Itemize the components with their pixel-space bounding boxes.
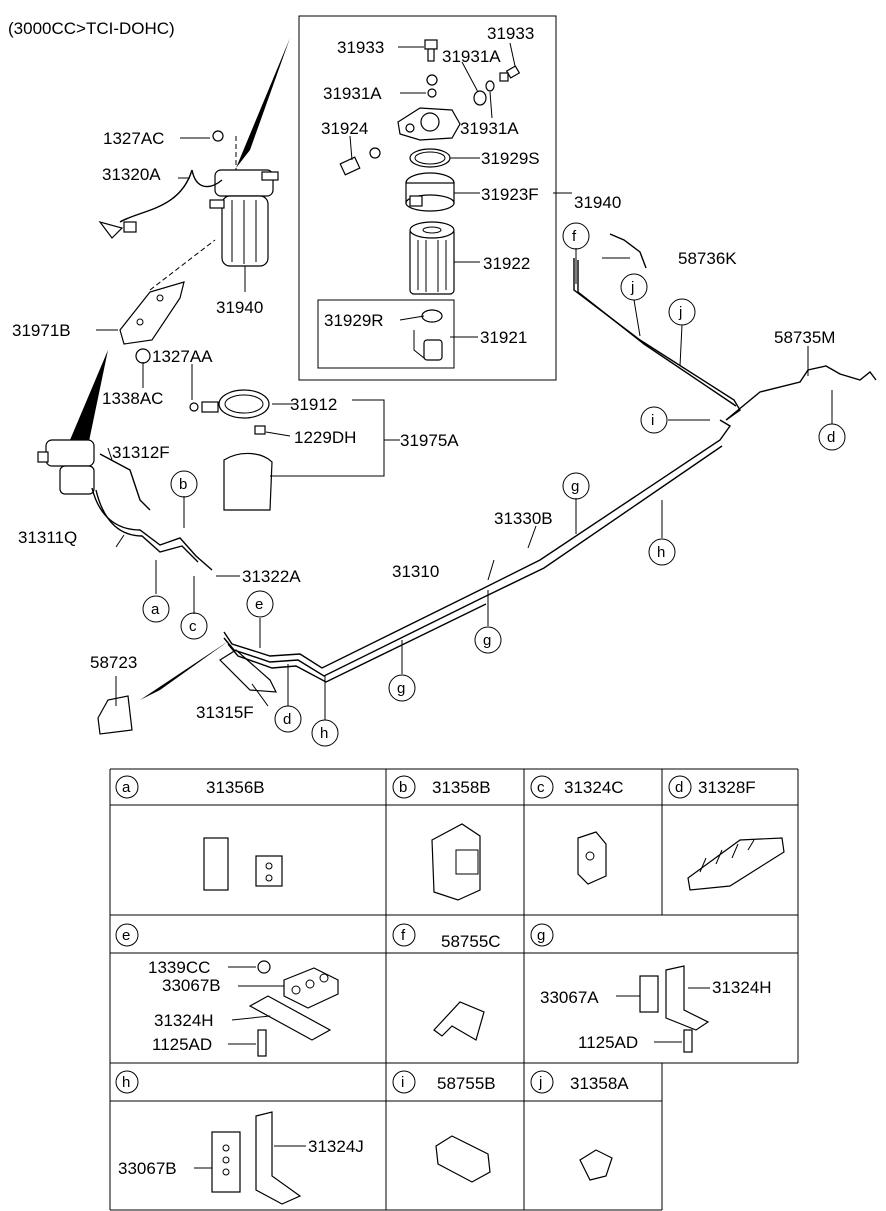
cell-g-part-33067a: 33067A [540, 988, 599, 1007]
callout-31940-top: 31940 [574, 193, 621, 212]
fuel-filter-exploded-box [298, 15, 557, 381]
left-leader-lines [96, 137, 809, 707]
callout-31931a-1: 31931A [442, 47, 501, 66]
callout-31923f: 31923F [481, 185, 539, 204]
marker-d-2: d [827, 429, 835, 446]
cell-e-part-31324h: 31324H [154, 1011, 214, 1030]
callout-31320a: 31320A [102, 165, 161, 184]
filter-parts-illustration [339, 39, 521, 361]
heater-subassembly-box [317, 299, 455, 369]
cell-b-part: 31358B [432, 778, 491, 797]
cell-h-part-33067b: 33067B [118, 1159, 177, 1178]
callout-1327ac: 1327AC [103, 129, 164, 148]
callout-31315f: 31315F [196, 703, 254, 722]
cell-e-letter: e [122, 927, 130, 944]
marker-g-1: g [397, 680, 405, 697]
marker-i: i [651, 412, 654, 429]
cell-f-part: 58755C [441, 932, 501, 951]
filter-leader-lines [349, 42, 572, 338]
callout-31311q: 31311Q [18, 528, 77, 547]
marker-h-2: h [657, 544, 665, 561]
callout-31912: 31912 [290, 395, 337, 414]
callout-31929s: 31929S [481, 149, 540, 168]
cell-f-letter: f [401, 927, 406, 944]
cell-g-letter: g [537, 927, 545, 944]
cell-h-part-31324j: 31324J [308, 1137, 364, 1156]
cell-g-part-31324h: 31324H [712, 978, 772, 997]
marker-e: e [255, 596, 263, 613]
callout-31940: 31940 [216, 298, 263, 317]
callout-31931a-2: 31931A [323, 84, 382, 103]
callout-31931a-3: 31931A [460, 119, 519, 138]
cell-e-part-1339cc: 1339CC [148, 958, 210, 977]
clip-markers: a b c d d e f g g g h h i j j [142, 222, 846, 747]
cell-d-letter: d [675, 779, 683, 796]
callout-31933-b: 31933 [487, 24, 534, 43]
callout-58723: 58723 [90, 653, 137, 672]
cell-i-part: 58755B [437, 1074, 496, 1093]
cell-j-letter: j [538, 1074, 542, 1091]
cell-c-letter: c [537, 779, 545, 796]
callout-58736k: 58736K [678, 249, 737, 268]
marker-h-1: h [320, 725, 328, 742]
callout-31929r: 31929R [324, 311, 384, 330]
marker-a: a [151, 601, 160, 618]
callout-31924: 31924 [321, 119, 368, 138]
cell-c-part: 31324C [564, 778, 624, 797]
fuel-lines [91, 233, 877, 683]
callout-31312f: 31312F [112, 443, 170, 462]
cell-e-part-1125ad: 1125AD [152, 1035, 212, 1054]
callout-31975a: 31975A [400, 431, 459, 450]
callout-31330b: 31330B [494, 509, 553, 528]
marker-b: b [179, 476, 187, 493]
cell-g-part-1125ad: 1125AD [578, 1033, 638, 1052]
callout-31322a: 31322A [242, 567, 301, 586]
callout-31933-a: 31933 [337, 38, 384, 57]
callout-31921: 31921 [480, 328, 527, 347]
marker-j-1: j [630, 279, 634, 296]
callout-31922: 31922 [483, 254, 530, 273]
cell-a-letter: a [122, 779, 131, 796]
cell-b-letter: b [399, 779, 407, 796]
callout-58735m: 58735M [774, 328, 835, 347]
callout-1229dh: 1229DH [294, 428, 356, 447]
cell-h-letter: h [122, 1074, 130, 1091]
cell-i-letter: i [401, 1074, 404, 1091]
callout-31971b: 31971B [12, 321, 71, 340]
cell-e-part-33067b: 33067B [162, 976, 221, 995]
marker-j-2: j [678, 304, 682, 321]
callout-1338ac: 1338AC [102, 389, 163, 408]
cell-d-part: 31328F [698, 778, 756, 797]
cell-j-part: 31358A [570, 1074, 629, 1093]
clip-parts-table: a 31356B b 31358B c 31324C d 31328F e f … [109, 768, 799, 1211]
cell-a-part: 31356B [206, 778, 265, 797]
fuel-filter-assembly-illustration [37, 38, 290, 735]
marker-c: c [189, 618, 197, 635]
marker-g-2: g [483, 632, 491, 649]
diagram-title: (3000CC>TCI-DOHC) [8, 19, 175, 38]
marker-f: f [572, 228, 577, 245]
callout-1327aa: 1327AA [152, 347, 213, 366]
callout-31310: 31310 [392, 562, 439, 581]
marker-d-1: d [283, 711, 291, 728]
marker-g-3: g [571, 478, 579, 495]
clip-pointer-lines [155, 248, 833, 720]
